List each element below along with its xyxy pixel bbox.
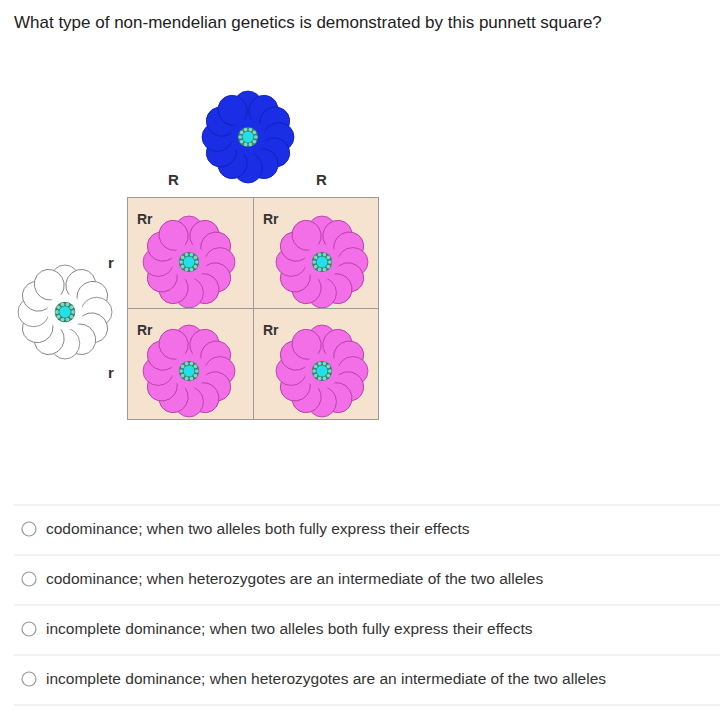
answer-option: codominance; when two alleles both fully… xyxy=(46,520,470,538)
flower-center xyxy=(316,256,327,267)
allele-label: r xyxy=(108,254,114,271)
flower-ring xyxy=(179,252,199,272)
answer-option: incomplete dominance; when heterozygotes… xyxy=(46,670,606,688)
option-separators xyxy=(14,505,720,705)
flower-ring xyxy=(55,302,76,323)
punnett-cell: Rr xyxy=(127,197,254,309)
answer-option: incomplete dominance; when two alleles b… xyxy=(46,620,533,638)
flower xyxy=(201,90,295,184)
flower-center xyxy=(183,365,194,376)
flower xyxy=(142,324,236,418)
flower-center xyxy=(59,306,70,317)
genotype-label: Rr xyxy=(262,211,280,227)
genotype-label: Rr xyxy=(262,322,280,338)
flower-center xyxy=(242,131,253,142)
genotype-label: Rr xyxy=(136,322,154,338)
flower xyxy=(142,215,236,309)
flowers xyxy=(17,90,369,418)
punnett-cell: Rr xyxy=(127,308,254,420)
flower xyxy=(275,215,369,309)
allele-label: R xyxy=(168,171,179,188)
allele-label: r xyxy=(108,364,114,381)
flower-ring xyxy=(238,127,258,147)
flower-ring xyxy=(312,361,332,381)
genotype-label: Rr xyxy=(136,211,154,227)
flower-ring xyxy=(312,252,332,272)
flower-ring xyxy=(179,361,199,381)
punnett-cell: Rr xyxy=(253,308,379,420)
allele-label: R xyxy=(316,171,327,188)
radio-buttons xyxy=(22,522,36,686)
punnett-cell: Rr xyxy=(253,197,379,309)
flower xyxy=(275,324,369,418)
answer-option: codominance; when heterozygotes are an i… xyxy=(46,570,543,588)
flower xyxy=(17,264,113,360)
flower-center xyxy=(183,256,194,267)
punnett-grid-ground xyxy=(127,197,379,420)
question-title: What type of non-mendelian genetics is d… xyxy=(14,10,674,35)
flower-center xyxy=(316,365,327,376)
